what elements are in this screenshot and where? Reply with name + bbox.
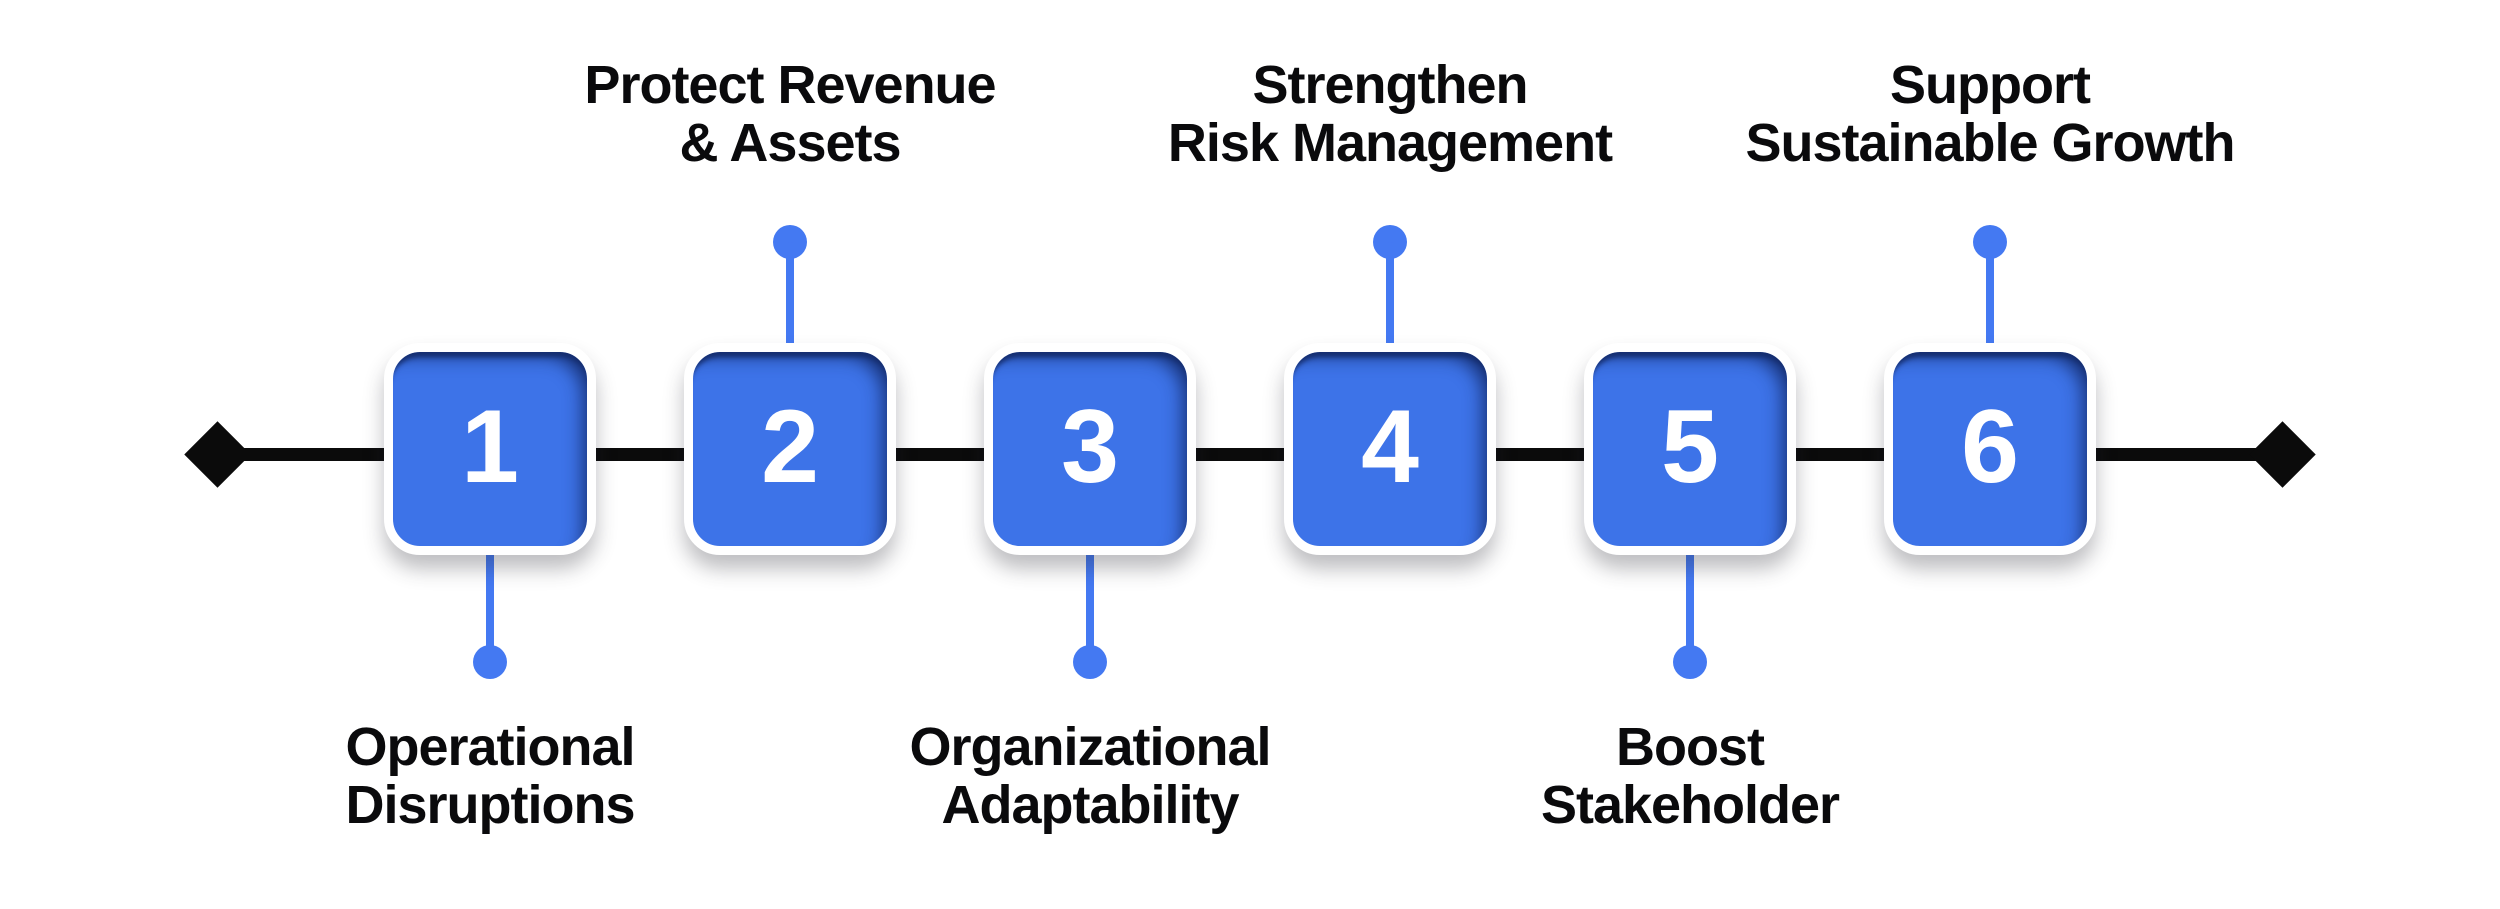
step-label-line1: Support <box>1890 55 2091 115</box>
step-label-line1: Boost <box>1616 717 1765 777</box>
step-label-line2: & Assets <box>679 113 901 173</box>
step-label: Organizational Adaptability <box>770 718 1410 834</box>
step-label-line1: Organizational <box>909 717 1271 777</box>
connector-dot-icon <box>473 645 507 679</box>
step-label: Operational Disruptions <box>170 718 810 834</box>
step-label-line2: Disruptions <box>345 775 635 835</box>
step-number: 1 <box>461 389 519 505</box>
step-label-line1: Strengthen <box>1252 55 1528 115</box>
connector-line <box>786 242 794 358</box>
step-number: 4 <box>1361 389 1419 505</box>
step-number: 3 <box>1061 389 1119 505</box>
timeline-start-diamond-icon <box>184 421 251 488</box>
step-box: 1 <box>384 343 596 555</box>
step-label-line2: Stakeholder <box>1540 775 1840 835</box>
step-box: 4 <box>1284 343 1496 555</box>
step-box: 5 <box>1584 343 1796 555</box>
step-label-line2: Sustainable Growth <box>1745 113 2235 173</box>
step-label-line1: Protect Revenue <box>584 55 996 115</box>
step-box: 6 <box>1884 343 2096 555</box>
connector-line <box>1986 242 1994 358</box>
step-label-line2: Adaptability <box>941 775 1239 835</box>
connector-line <box>486 546 494 662</box>
step-box: 2 <box>684 343 896 555</box>
step-number: 6 <box>1961 389 2019 505</box>
step-label: Protect Revenue & Assets <box>470 56 1110 172</box>
step-label: Support Sustainable Growth <box>1670 56 2310 172</box>
step-label-line1: Operational <box>345 717 635 777</box>
connector-dot-icon <box>1073 645 1107 679</box>
connector-line <box>1086 546 1094 662</box>
step-number: 5 <box>1661 389 1719 505</box>
step-label: Strengthen Risk Management <box>1070 56 1710 172</box>
step-box: 3 <box>984 343 1196 555</box>
connector-line <box>1386 242 1394 358</box>
connector-dot-icon <box>1673 645 1707 679</box>
timeline-end-diamond-icon <box>2249 421 2316 488</box>
step-label: Boost Stakeholder <box>1370 718 2010 834</box>
connector-line <box>1686 546 1694 662</box>
step-number: 2 <box>761 389 819 505</box>
step-label-line2: Risk Management <box>1167 113 1613 173</box>
